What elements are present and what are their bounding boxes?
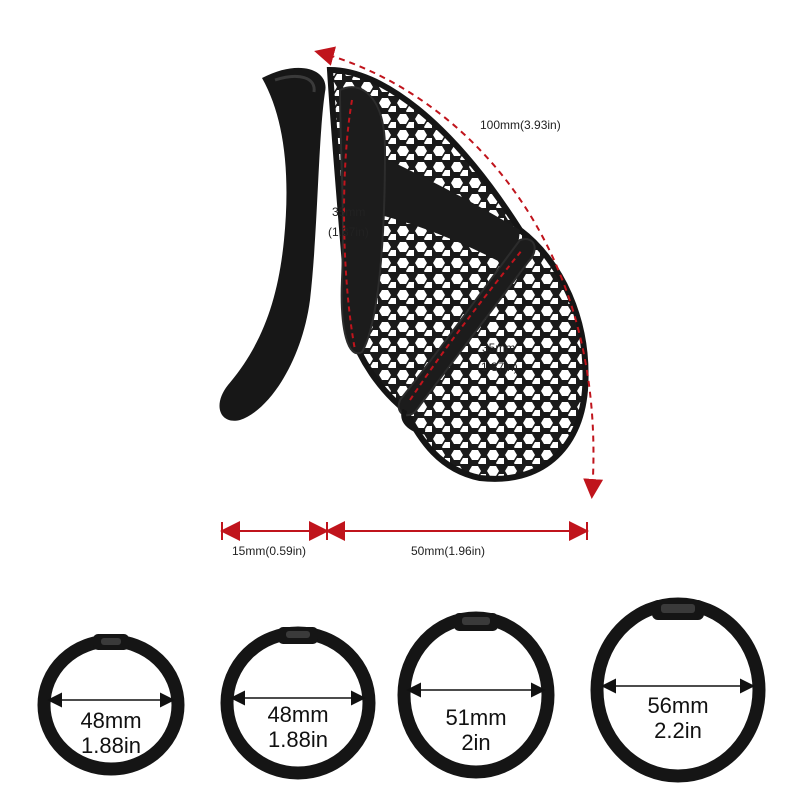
ring-1: 48mm 1.88in (37, 634, 185, 776)
dimension-mid-ring: 35mm (1.37in) (409, 249, 523, 401)
ring-3: 51mm 2in (397, 611, 555, 779)
ring-2-in: 1.88in (268, 727, 328, 752)
base-gap-label: 15mm(0.59in) (232, 544, 306, 558)
ring-3-mm: 51mm (445, 705, 506, 730)
dimension-base: 15mm(0.59in) 50mm(1.96in) (220, 521, 589, 558)
ring-2: 48mm 1.88in (220, 626, 376, 780)
ring-4-mm: 56mm (647, 693, 708, 718)
base-length-label: 50mm(1.96in) (411, 544, 485, 558)
dimension-curve-length: 100mm(3.93in) (314, 46, 604, 499)
ring-1-in: 1.88in (81, 733, 141, 758)
ring-4: 56mm 2.2in (590, 597, 766, 783)
front-ring-mm: 35mm (332, 205, 365, 219)
ring-4-in: 2.2in (654, 718, 702, 743)
ring-set: 48mm 1.88in 48mm 1.88in 51mm 2in 56 (37, 597, 766, 783)
mid-ring-in: (1.37in) (477, 360, 518, 374)
mid-ring-mm: 35mm (482, 341, 515, 355)
dimension-front-ring: 35mm (1.37in) (328, 99, 369, 351)
front-ring-in: (1.37in) (328, 225, 369, 239)
ring-1-mm: 48mm (80, 708, 141, 733)
ring-2-mm: 48mm (267, 702, 328, 727)
base-arm (219, 67, 326, 421)
curve-length-label: 100mm(3.93in) (480, 118, 561, 132)
ring-3-in: 2in (461, 730, 490, 755)
